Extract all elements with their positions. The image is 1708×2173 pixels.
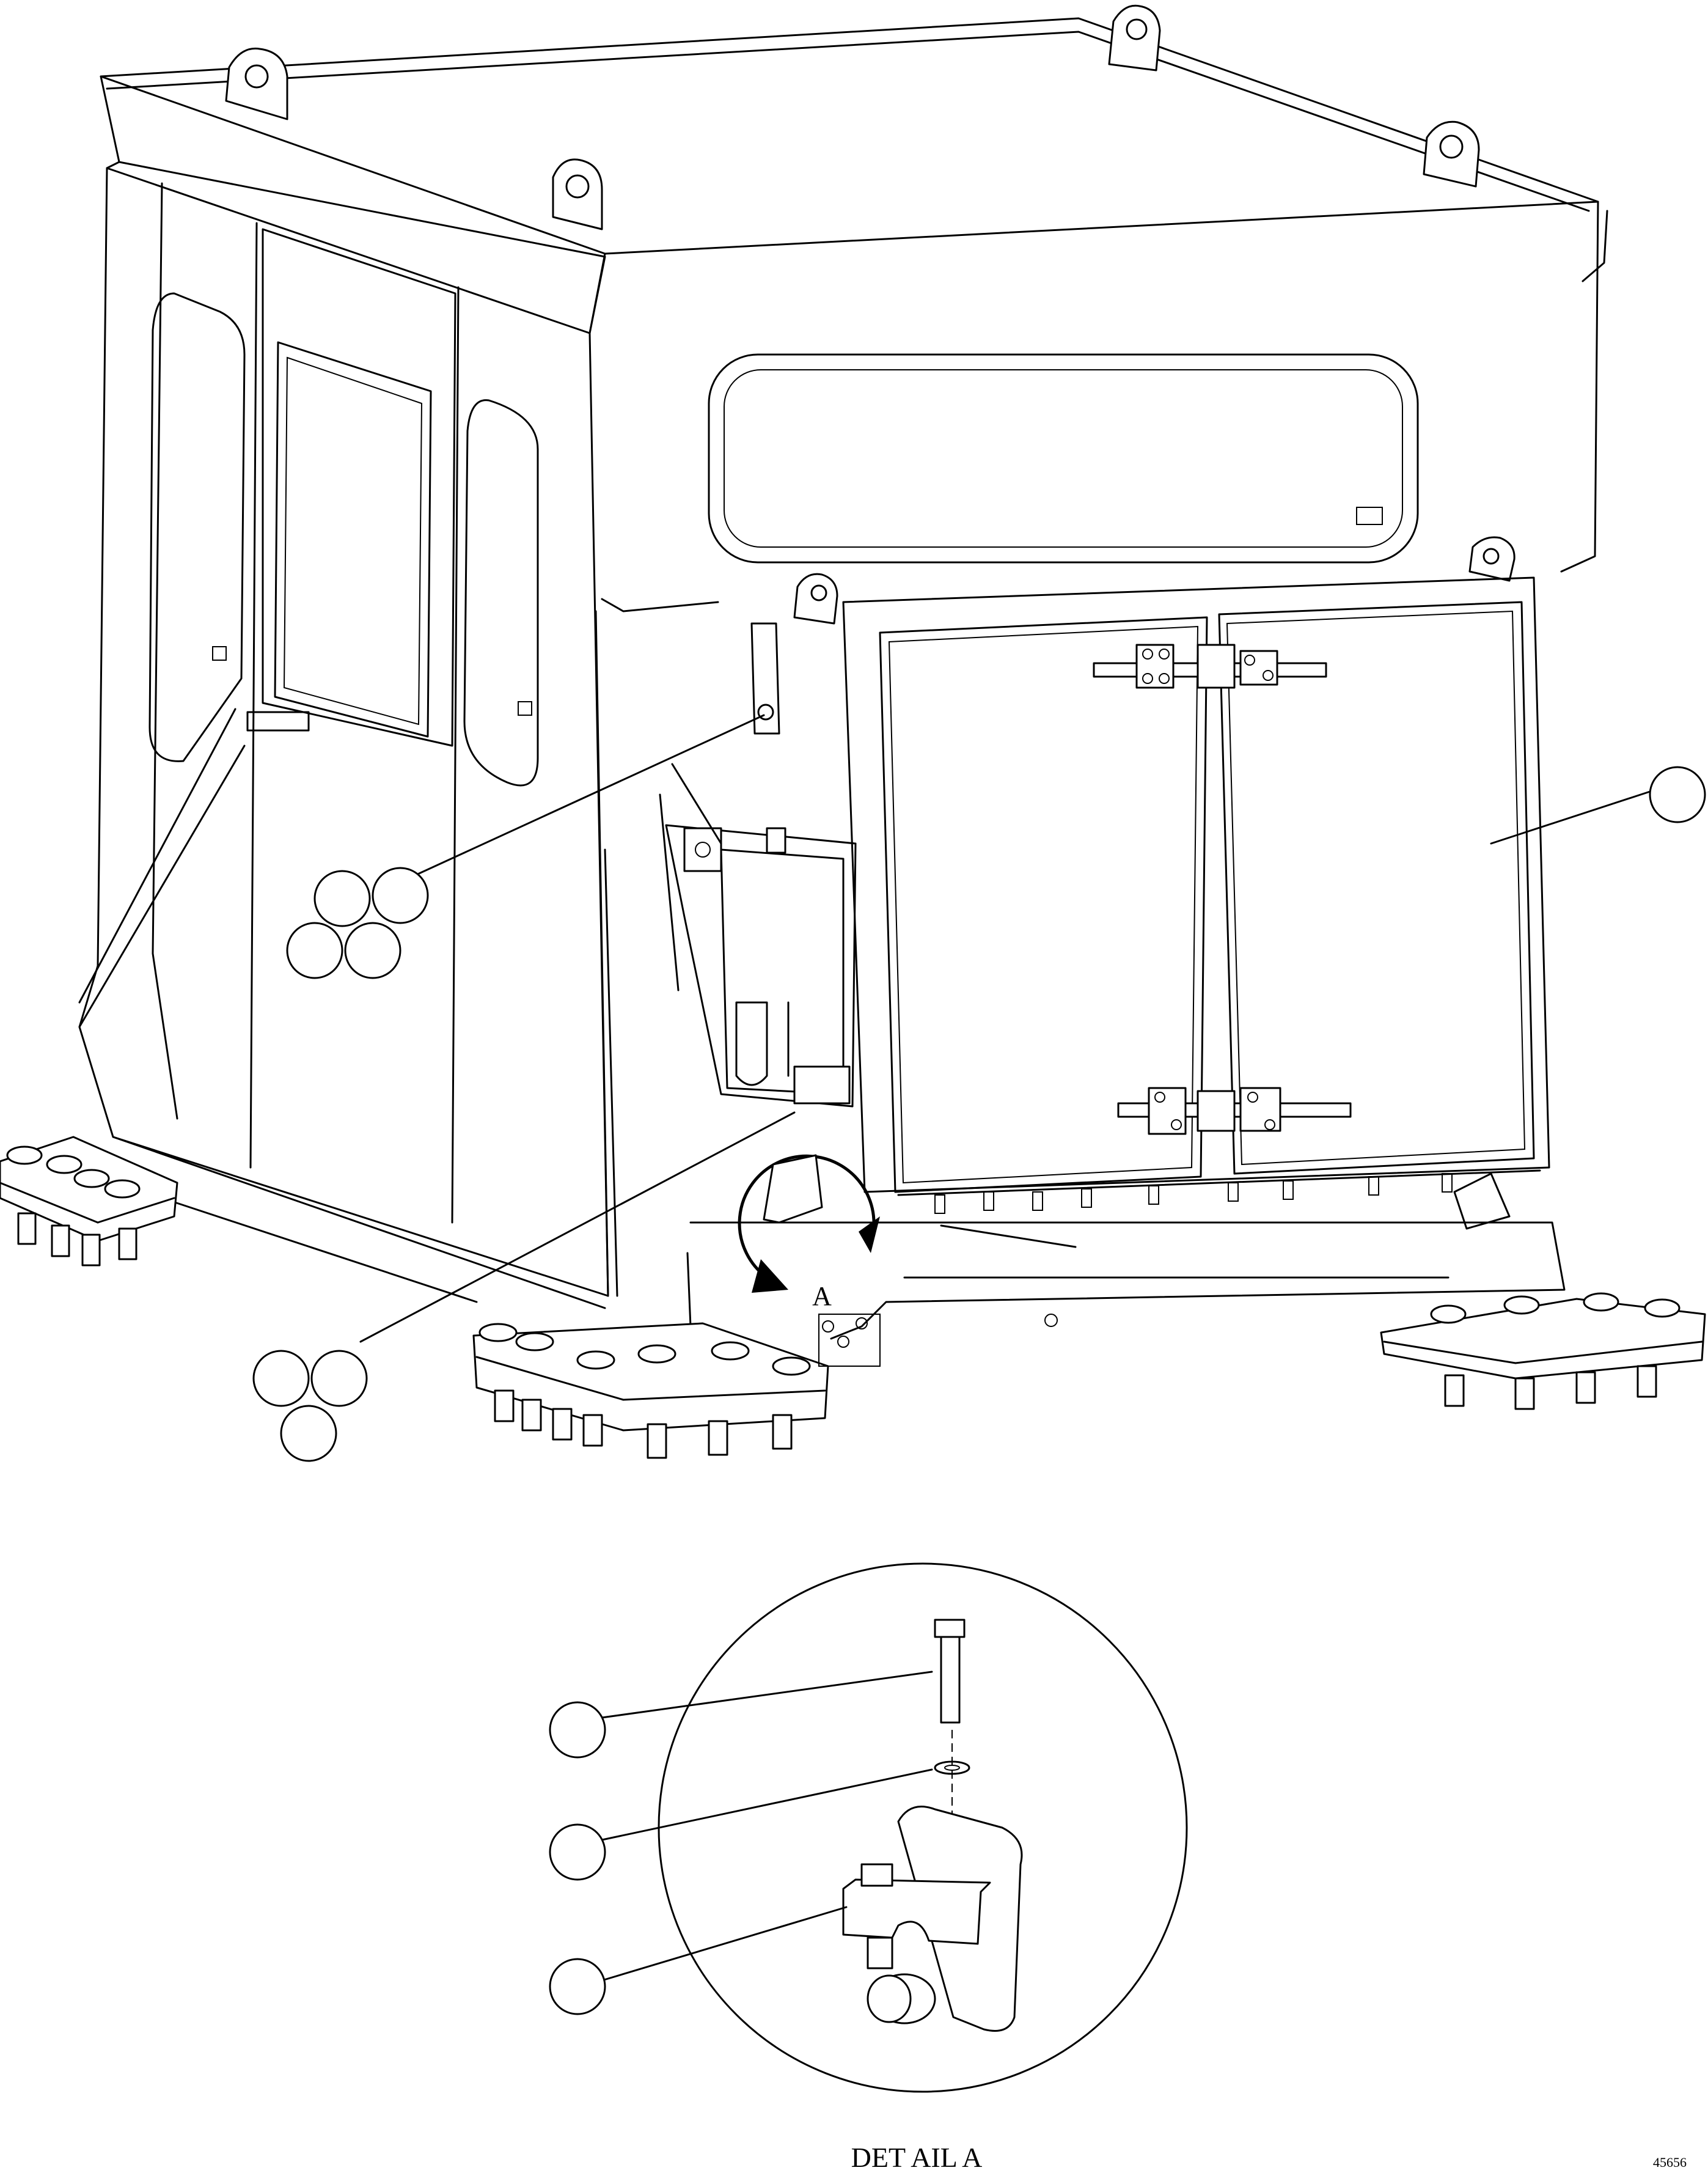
callout-bubble-washer <box>549 1823 606 1881</box>
access-door-right <box>1218 601 1535 1175</box>
mounting-pad-right <box>1380 1292 1706 1410</box>
detail-a-view-label: A <box>812 1281 832 1311</box>
latch-lower <box>1117 1087 1352 1135</box>
callout-bubble-bolt <box>549 1701 606 1759</box>
lifting-lugs <box>225 4 1516 625</box>
cab-body <box>78 17 1608 1340</box>
mounting-bracket <box>659 622 857 1108</box>
callout-bubble <box>252 1350 310 1407</box>
lifting-lug <box>1423 120 1480 188</box>
callout-bubble <box>280 1405 337 1462</box>
callout-bubble-clamp <box>549 1958 606 2015</box>
hvac-enclosure <box>842 576 1550 1230</box>
detail-a-view <box>549 1562 1188 2093</box>
callout-bubble <box>310 1350 368 1407</box>
lifting-lug <box>225 47 288 120</box>
callout-cluster-lower-left <box>252 1350 368 1462</box>
callout-bubble <box>286 922 343 979</box>
lifting-lug <box>1468 536 1516 582</box>
drawing-number: 45656 <box>1653 2155 1687 2170</box>
hose-fittings <box>897 1169 1541 1214</box>
callout-bubble <box>344 922 401 979</box>
mounting-pad-left <box>0 1136 178 1267</box>
lifting-lug <box>1108 4 1161 72</box>
detail-bolt <box>934 1619 966 1724</box>
callout-bubble <box>372 867 429 924</box>
latch-upper <box>1093 644 1327 689</box>
callout-leaders <box>78 708 1651 1343</box>
callout-cluster-upper-left <box>286 867 429 979</box>
detail-a-caption: DET AIL A <box>851 2142 983 2173</box>
access-door-left <box>879 616 1208 1193</box>
mounting-pad-center <box>472 1322 829 1459</box>
callout-bubble-right <box>1649 766 1706 823</box>
lifting-lug <box>793 573 838 625</box>
callout-bubble <box>313 870 371 927</box>
lifting-lug <box>552 158 603 230</box>
detail-clamp-bracket <box>842 1806 1023 2032</box>
detail-a-indicator: A <box>738 1154 881 1367</box>
